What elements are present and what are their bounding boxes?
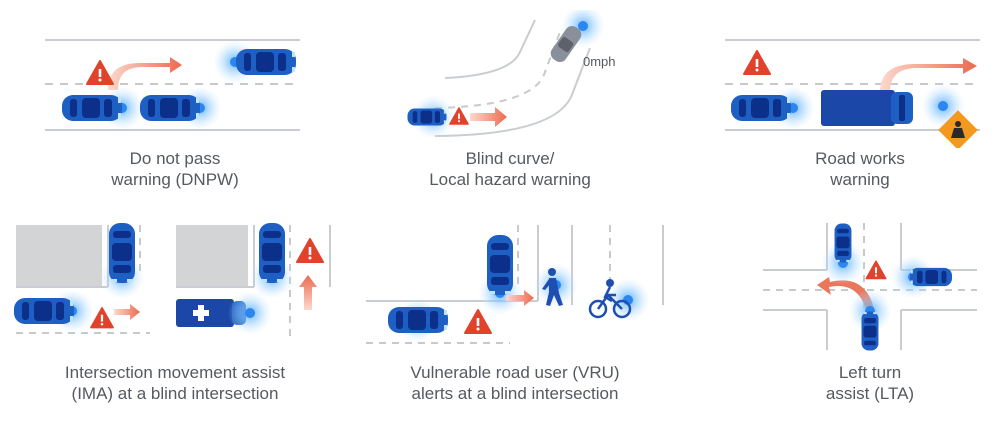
- road-edge: [434, 47, 591, 137]
- caption-dnpw: Do not pass warning (DNPW): [60, 148, 290, 190]
- path-arrow-icon: [470, 107, 507, 127]
- speed-label: 0mph: [583, 54, 616, 69]
- car-icon: [388, 307, 448, 333]
- car-icon: [487, 235, 513, 295]
- caption-line: alerts at a blind intersection: [411, 384, 619, 403]
- car-icon: [14, 298, 74, 324]
- path-arrow-icon: [299, 275, 317, 310]
- warning-triangle-icon: [90, 307, 114, 329]
- caption-blind-curve: Blind curve/ Local hazard warning: [405, 148, 615, 190]
- car-icon: [140, 95, 200, 121]
- caption-line: assist (LTA): [825, 384, 915, 403]
- caption-line: (IMA) at a blind intersection: [71, 384, 279, 403]
- scene-road-works: [725, 39, 980, 148]
- caption-line: Left turn: [838, 363, 902, 382]
- caption-line: Do not pass: [129, 149, 221, 168]
- car-icon: [407, 108, 447, 126]
- scene-dnpw: [45, 39, 300, 131]
- warning-triangle-icon: [296, 238, 324, 263]
- scene-ima: [14, 223, 331, 340]
- car-icon: [550, 25, 582, 63]
- caption-vru: Vulnerable road user (VRU) alerts at a b…: [370, 362, 660, 404]
- pedestrian-icon: [542, 268, 563, 306]
- scene-blind-curve: 0mph: [407, 10, 616, 139]
- car-icon: [62, 95, 122, 121]
- car-icon: [731, 95, 791, 121]
- building-block: [176, 225, 248, 287]
- warning-triangle-icon: [865, 260, 887, 280]
- caption-line: Intersection movement assist: [64, 363, 286, 382]
- warning-triangle-icon: [86, 60, 114, 85]
- path-arrow-icon: [506, 290, 534, 306]
- caption-line: Vulnerable road user (VRU): [410, 363, 620, 382]
- building-block: [16, 225, 102, 287]
- roadworks-sign-icon: [938, 110, 978, 148]
- path-arrow-icon: [880, 58, 977, 92]
- caption-ima: Intersection movement assist (IMA) at a …: [30, 362, 320, 404]
- car-icon: [259, 223, 285, 283]
- truck-icon: [821, 90, 913, 126]
- car-icon: [861, 311, 879, 351]
- car-icon: [109, 223, 135, 283]
- caption-lta: Left turn assist (LTA): [775, 362, 965, 404]
- car-icon: [834, 223, 852, 263]
- scene-lta: [763, 223, 977, 351]
- caption-line: warning: [830, 170, 890, 189]
- warning-triangle-icon: [464, 309, 492, 334]
- path-arrow-icon: [114, 304, 140, 320]
- caption-line: Local hazard warning: [429, 170, 591, 189]
- road-edge: [444, 19, 536, 79]
- car-icon: [236, 49, 296, 75]
- caption-line: Road works: [815, 149, 905, 168]
- lane-divider: [434, 31, 561, 109]
- path-arrow-icon: [817, 277, 875, 313]
- caption-line: warning (DNPW): [111, 170, 239, 189]
- glow-icon: [228, 291, 272, 335]
- car-icon: [910, 267, 952, 287]
- caption-line: Blind curve/: [465, 149, 555, 168]
- cyclist-icon: [588, 279, 632, 319]
- path-arrow-icon: [108, 57, 182, 90]
- caption-road-works: Road works warning: [760, 148, 960, 190]
- scene-vru: [366, 225, 664, 344]
- warning-triangle-icon: [743, 50, 771, 75]
